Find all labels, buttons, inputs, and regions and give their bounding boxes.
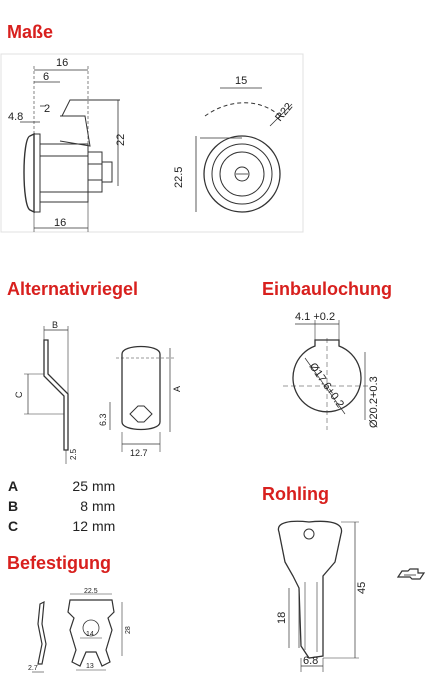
dim-row-b: B 8 mm bbox=[8, 496, 122, 516]
dim-key: A bbox=[8, 478, 19, 494]
dim-row-a: A 25 mm bbox=[8, 476, 122, 496]
dim-15: 15 bbox=[235, 75, 247, 87]
dim-hole-right: Ø20.2+0.3 bbox=[368, 376, 380, 428]
dim-key: C bbox=[8, 518, 19, 534]
heading-befestigung: Befestigung bbox=[7, 553, 112, 573]
cam-front bbox=[121, 345, 161, 431]
label-b: B bbox=[52, 320, 58, 330]
masse-drawing: 16 6 2 4.8 22 16 15 R22 22.5 bbox=[0, 53, 304, 233]
dim-unit: mm bbox=[92, 518, 116, 534]
dim-clip-13: 13 bbox=[86, 663, 94, 670]
mounting-hole-outline bbox=[292, 339, 362, 413]
key-blank-outline bbox=[277, 520, 343, 659]
lock-side-view bbox=[20, 66, 120, 232]
bent-cam-profile bbox=[43, 339, 69, 451]
dim-unit: mm bbox=[92, 498, 116, 514]
heading-einbaulochung: Einbaulochung bbox=[262, 279, 392, 299]
dim-key-45: 45 bbox=[356, 582, 368, 594]
dim-hole-top: 4.1 +0.2 bbox=[295, 311, 335, 323]
dim-6: 6 bbox=[43, 71, 49, 83]
key-profile-icon bbox=[396, 568, 426, 580]
dim-clip-28: 28 bbox=[125, 626, 132, 634]
dim-2: 2 bbox=[44, 103, 50, 115]
label-c: C bbox=[14, 391, 24, 398]
befestigung-drawing: 22.5 28 14 13 2.7 bbox=[28, 588, 132, 673]
dim-value: 25 bbox=[72, 478, 88, 494]
rohling-drawing: 45 18 6.8 bbox=[276, 520, 368, 672]
clip-front-view bbox=[67, 599, 115, 667]
dim-key-18: 18 bbox=[276, 612, 288, 624]
alternativriegel-dimensions: A 25 mm B 8 mm C 12 mm bbox=[8, 476, 122, 536]
einbaulochung-drawing: 4.1 +0.2 Ø17.6+0.2 Ø20.2+0.3 bbox=[283, 311, 380, 430]
clip-side-profile bbox=[37, 600, 47, 665]
dim-key-6-8: 6.8 bbox=[303, 655, 318, 667]
dim-2-5: 2.5 bbox=[69, 448, 78, 460]
dim-clip-14: 14 bbox=[86, 631, 94, 638]
dim-unit: mm bbox=[92, 478, 116, 494]
dim-22: 22 bbox=[115, 134, 127, 146]
heading-alternativriegel: Alternativriegel bbox=[7, 279, 139, 299]
dim-6-3: 6.3 bbox=[98, 413, 108, 426]
dim-16-bottom: 16 bbox=[54, 217, 66, 229]
dim-key: B bbox=[8, 498, 19, 514]
dim-clip-2-7: 2.7 bbox=[28, 665, 38, 672]
dim-value: 8 bbox=[80, 498, 88, 514]
dim-12-7: 12.7 bbox=[130, 448, 148, 458]
lock-front-view bbox=[195, 87, 293, 213]
dim-16-top: 16 bbox=[56, 57, 68, 69]
dim-value: 12 bbox=[72, 518, 88, 534]
label-a: A bbox=[172, 386, 182, 392]
dim-4-8: 4.8 bbox=[8, 111, 23, 123]
dim-clip-22-5: 22.5 bbox=[84, 588, 98, 595]
dim-22-5: 22.5 bbox=[173, 167, 185, 188]
dim-hole-diag: Ø17.6+0.2 bbox=[307, 361, 346, 410]
heading-masse: Maße bbox=[7, 22, 54, 42]
heading-rohling: Rohling bbox=[262, 484, 329, 504]
dim-row-c: C 12 mm bbox=[8, 516, 122, 536]
alternativriegel-drawing: B C A 6.3 12.7 2.5 bbox=[14, 320, 182, 464]
